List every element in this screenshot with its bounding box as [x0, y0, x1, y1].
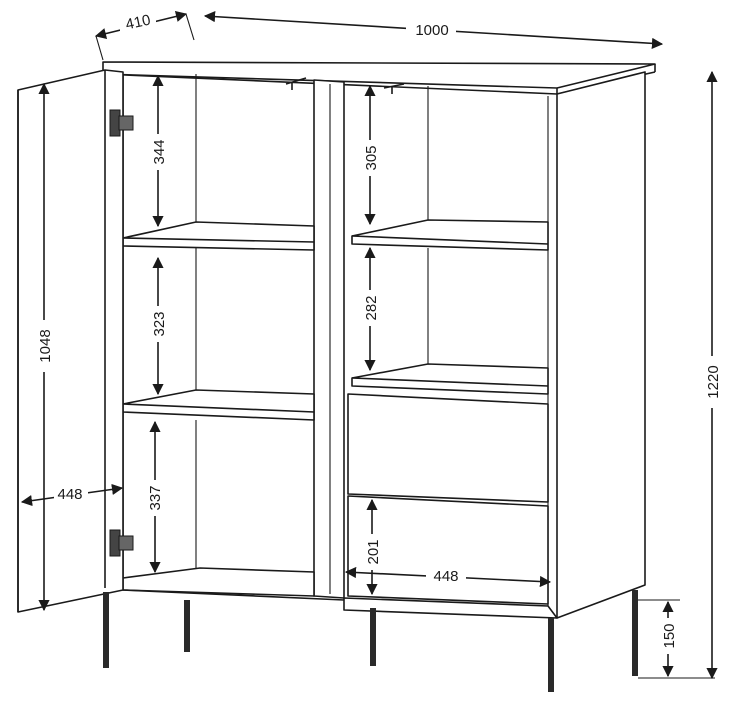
cabinet-legs	[103, 590, 638, 692]
dim-door-width-label: 448	[57, 486, 82, 503]
leg	[632, 590, 638, 676]
dim-left-shelf-1-label: 344	[151, 139, 168, 164]
dim-left-shelf-3-label: 337	[147, 485, 164, 510]
dim-left-shelf-2-label: 323	[151, 311, 168, 336]
dimension-labels: 410 1000 1220 150 1048 448 344 323 337 3…	[34, 12, 724, 654]
leg	[370, 608, 376, 666]
drawer-upper	[347, 393, 549, 503]
dim-top-depth-label: 410	[124, 12, 152, 34]
dim-right-inner-width-label: 448	[433, 568, 458, 585]
door-panel[interactable]	[17, 69, 124, 613]
left-shelf-top	[122, 221, 315, 251]
dim-right-shelf-2-label: 282	[363, 295, 380, 320]
cabinet-top	[102, 61, 656, 89]
cabinet-body	[102, 61, 656, 619]
shelf-bracket-icon	[383, 83, 405, 94]
leg	[548, 618, 554, 692]
shelf-bracket-icon	[285, 77, 307, 90]
center-divider	[313, 79, 345, 599]
cabinet-door[interactable]	[17, 69, 124, 613]
right-shelf-bottom	[351, 363, 549, 395]
dim-door-height-label: 1048	[37, 329, 54, 362]
right-shelves	[351, 219, 549, 395]
hinge-icon	[109, 529, 134, 557]
right-shelf-top	[351, 219, 549, 251]
hinge-icon	[109, 109, 134, 137]
dim-top-width-label: 1000	[415, 22, 448, 39]
dim-drawer-height-label: 201	[365, 539, 382, 564]
dim-total-height-label: 1220	[705, 365, 722, 398]
cabinet-right-side	[556, 71, 646, 619]
dim-right-shelf-1-label: 305	[363, 145, 380, 170]
dim-leg-height-label: 150	[661, 623, 678, 648]
leg	[184, 600, 190, 652]
leg	[103, 592, 109, 668]
left-shelves	[122, 221, 315, 421]
